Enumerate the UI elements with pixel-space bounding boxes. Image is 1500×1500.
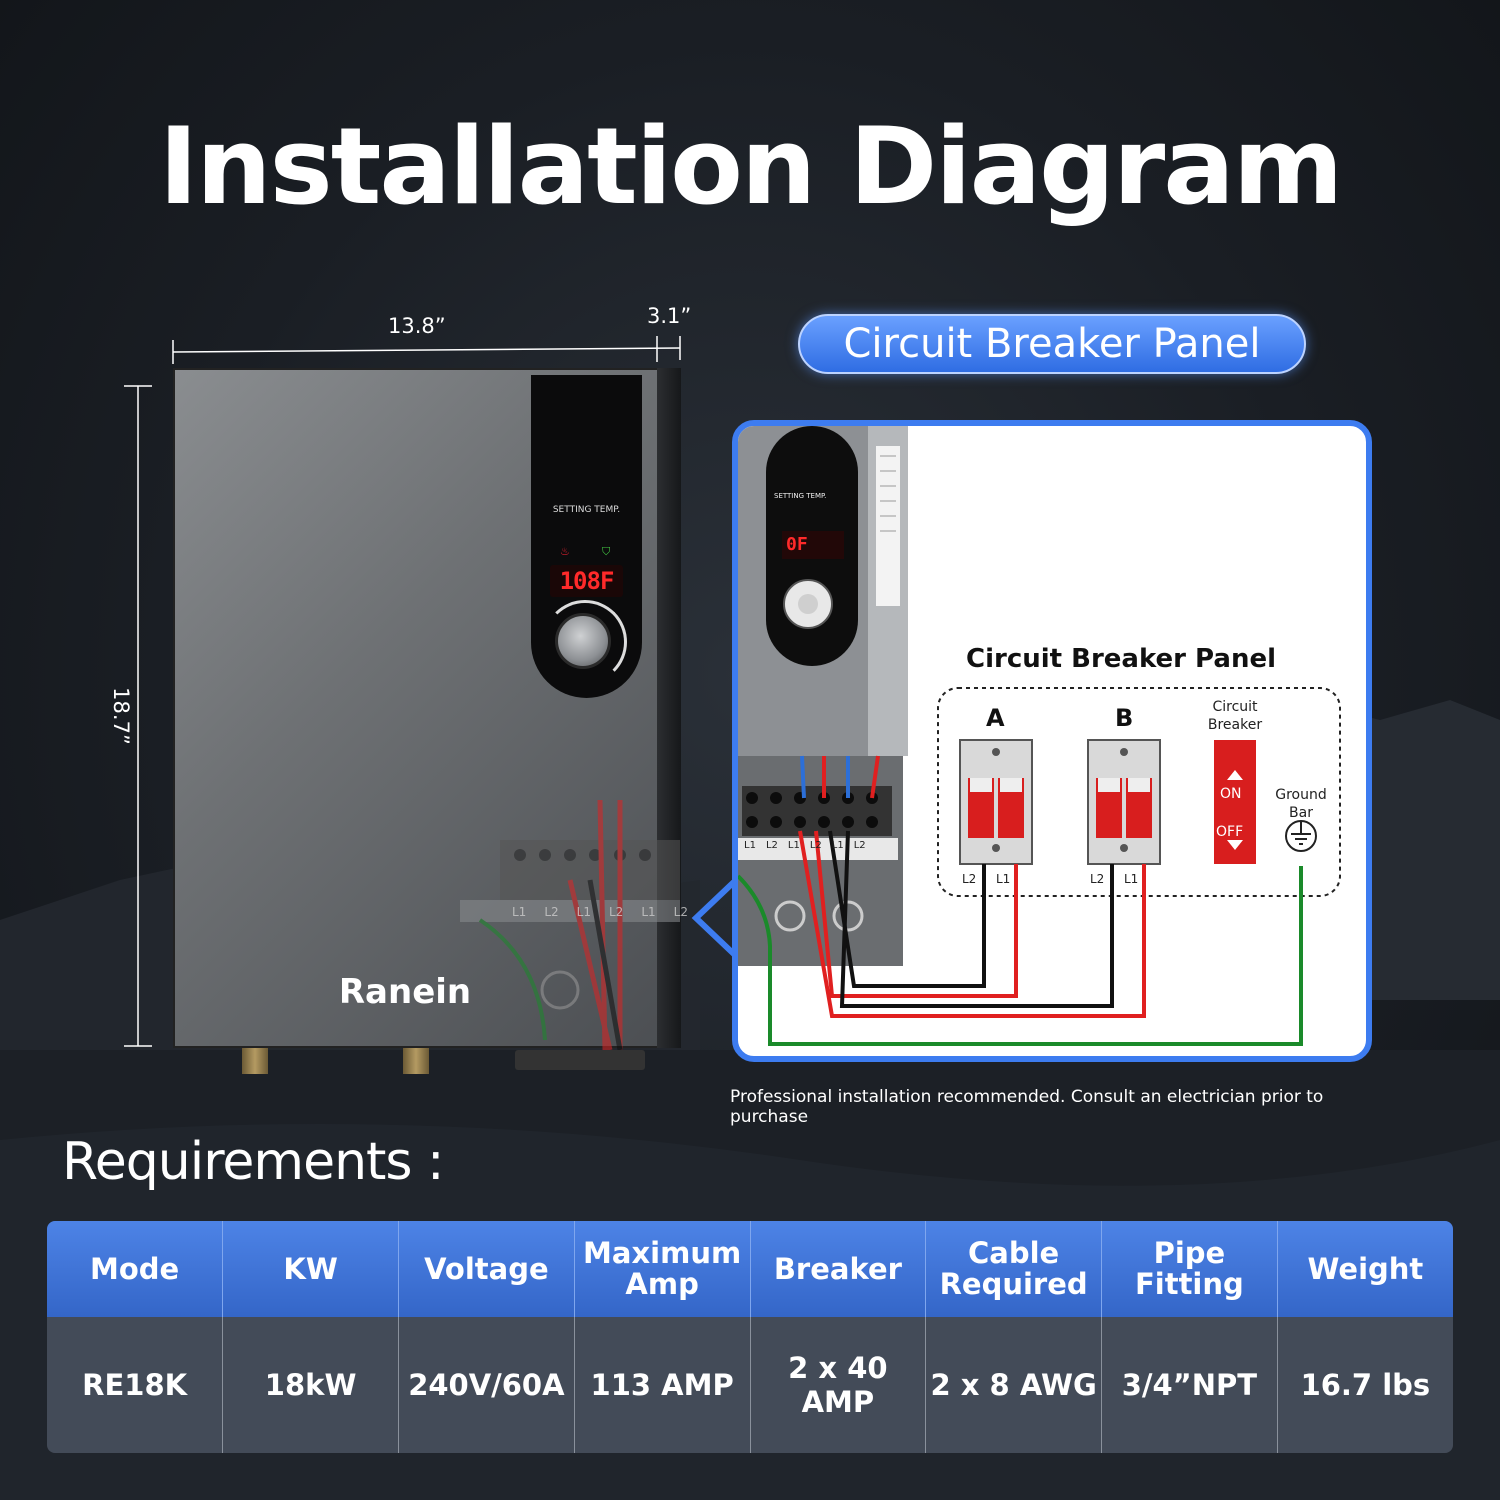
requirements-heading: Requirements :	[62, 1132, 445, 1192]
inlet-pipe	[242, 1048, 268, 1074]
height-dimension: 18.7”	[108, 687, 133, 745]
callout-pointer	[691, 880, 739, 959]
width-dimension: 13.8”	[388, 314, 446, 338]
breaker-b-l2: L2	[1090, 872, 1105, 886]
heater-terminal-block	[460, 800, 680, 1051]
knob-ring	[543, 600, 627, 684]
circuit-breaker-label: Circuit Breaker	[1207, 699, 1263, 733]
header-voltage: Voltage	[398, 1221, 575, 1317]
header-mode: Mode	[47, 1221, 224, 1317]
temperature-knob[interactable]	[555, 613, 611, 669]
ground-bar-label: Ground Bar	[1275, 787, 1327, 821]
setting-temp-label: SETTING TEMP.	[552, 505, 621, 515]
inset-temperature-display: 0F	[786, 534, 808, 555]
requirements-table: Mode KW Voltage Maximum Amp Breaker Cabl…	[47, 1221, 1453, 1453]
table-header-row: Mode KW Voltage Maximum Amp Breaker Cabl…	[47, 1221, 1453, 1317]
inset-panel-title: Circuit Breaker Panel	[966, 644, 1277, 674]
cell-weight: 16.7 lbs	[1277, 1317, 1453, 1453]
cable-glands	[515, 1050, 645, 1070]
cell-breaker: 2 x 40 AMP	[750, 1317, 927, 1453]
breaker-a-label: A	[986, 704, 1005, 732]
header-cable-required: Cable Required	[925, 1221, 1102, 1317]
depth-dimension: 3.1”	[647, 304, 692, 328]
breaker-b-l1: L1	[1124, 872, 1139, 886]
brand-logo: Ranein	[338, 972, 472, 1012]
outlet-pipe	[403, 1048, 429, 1074]
header-weight: Weight	[1277, 1221, 1453, 1317]
on-label: ON	[1220, 786, 1242, 802]
temperature-display: 108F	[550, 565, 623, 597]
shield-icon: ⛉	[602, 545, 611, 558]
header-breaker: Breaker	[750, 1221, 927, 1317]
breaker-a-l2: L2	[962, 872, 977, 886]
cell-cable-required: 2 x 8 AWG	[925, 1317, 1102, 1453]
off-label: OFF	[1216, 824, 1244, 840]
header-pipe-fitting: Pipe Fitting	[1101, 1221, 1278, 1317]
cell-mode: RE18K	[47, 1317, 224, 1453]
cell-kw: 18kW	[222, 1317, 399, 1453]
temperature-icon: ♨	[560, 545, 570, 558]
circuit-breaker-panel-label: Circuit Breaker Panel	[798, 314, 1306, 374]
inset-setting-temp-label: SETTING TEMP.	[774, 492, 827, 500]
breaker-b-label: B	[1115, 704, 1134, 732]
table-row: RE18K 18kW 240V/60A 113 AMP 2 x 40 AMP 2…	[47, 1317, 1453, 1453]
breaker-a-l1: L1	[996, 872, 1011, 886]
dimension-lines	[124, 336, 681, 1047]
installation-note: Professional installation recommended. C…	[730, 1087, 1324, 1127]
page-title: Installation Diagram	[158, 105, 1344, 228]
header-maximum-amp: Maximum Amp	[574, 1221, 751, 1317]
cell-pipe-fitting: 3/4”NPT	[1101, 1317, 1278, 1453]
cell-maximum-amp: 113 AMP	[574, 1317, 751, 1453]
header-kw: KW	[222, 1221, 399, 1317]
water-heater-side	[657, 368, 681, 1048]
wiring-diagram-drawing	[738, 426, 1341, 1046]
cell-voltage: 240V/60A	[398, 1317, 575, 1453]
